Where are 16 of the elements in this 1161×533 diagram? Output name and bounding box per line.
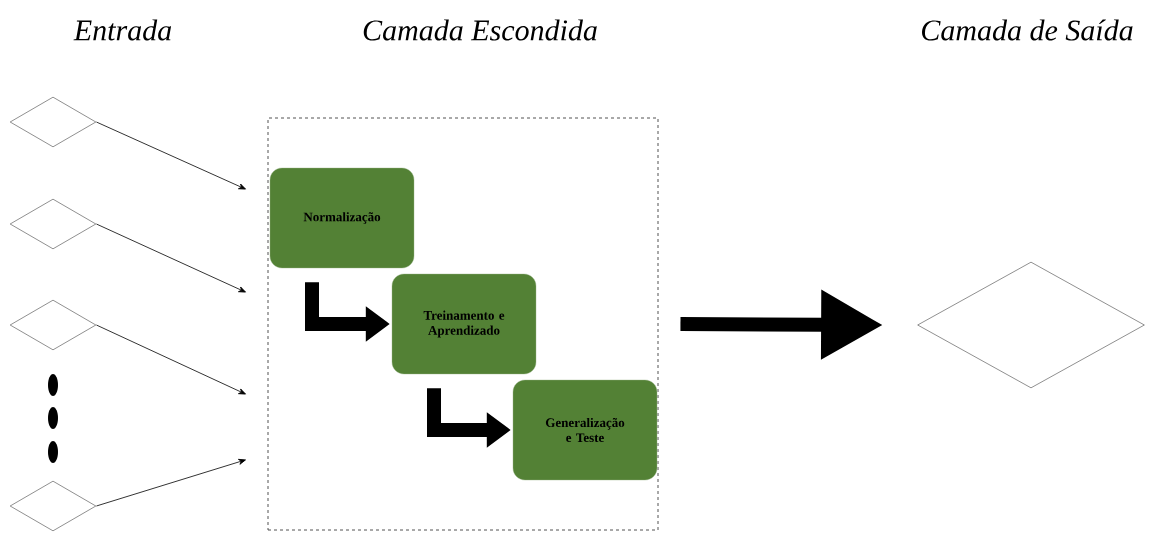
- diamond: [9, 96, 97, 148]
- process-box: Treinamento e Aprendizado: [391, 273, 537, 375]
- diamond: [9, 198, 97, 250]
- column-heading: Entrada: [73, 19, 172, 41]
- arrow: [96, 223, 246, 293]
- arrow: [96, 121, 246, 190]
- process-box: Generalização e Teste: [512, 379, 658, 481]
- diamond: [9, 299, 97, 351]
- column-heading: Camada de Saída: [922, 19, 1133, 41]
- process-box: Normalização: [269, 167, 415, 269]
- arrow: [96, 458, 246, 507]
- column-heading: Camada Escondida: [363, 19, 597, 41]
- arrow: [96, 324, 246, 395]
- diamond: [9, 480, 97, 532]
- dashed-box: [267, 117, 659, 531]
- diamond: [917, 261, 1145, 389]
